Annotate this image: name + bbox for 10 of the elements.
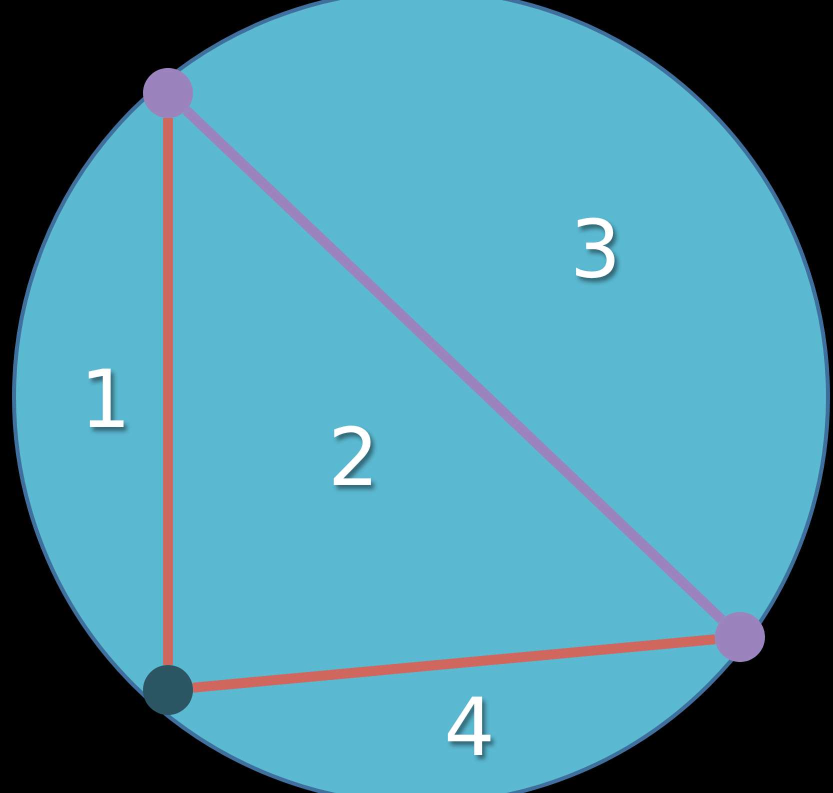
region-number: 1 — [80, 360, 131, 440]
point-dot — [143, 68, 193, 118]
line-segment — [182, 106, 726, 624]
region-number: 4 — [444, 688, 495, 768]
line-segment — [163, 118, 173, 665]
line-segment — [192, 634, 716, 693]
region-number: 3 — [570, 210, 621, 290]
region-number: 2 — [328, 418, 379, 498]
point-dot — [715, 612, 765, 662]
point-dot — [143, 665, 193, 715]
